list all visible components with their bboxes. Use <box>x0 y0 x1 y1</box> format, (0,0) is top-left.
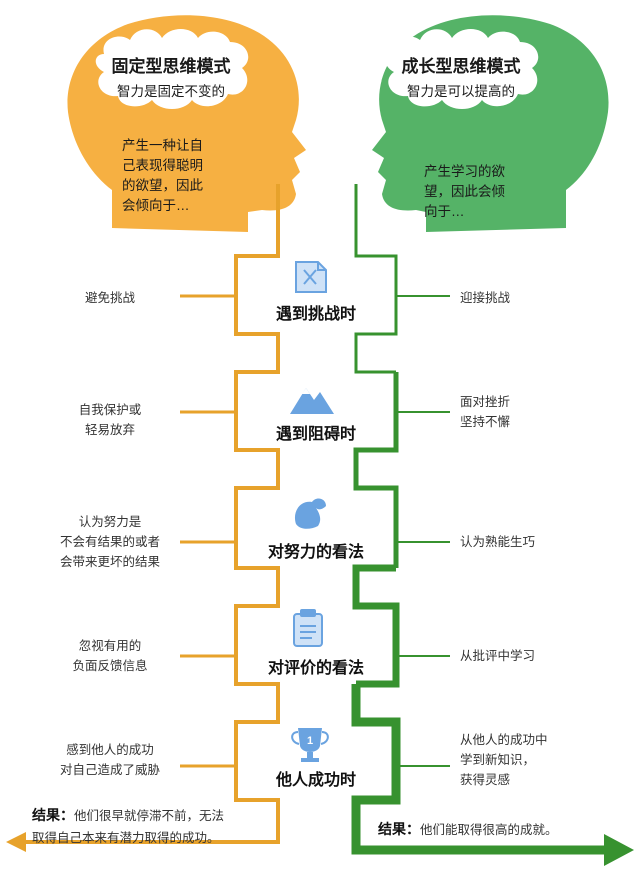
growth-mindset-belief: 智力是可以提高的 <box>390 80 532 100</box>
mountain-icon <box>290 388 334 414</box>
growth-path-seg-1 <box>356 184 396 372</box>
growth-result: 结果：他们能取得很高的成就。 <box>378 818 618 841</box>
growth-behavior-others-success: 从他人的成功中 学到新知识， 获得灵感 <box>460 730 620 790</box>
trophy-icon: 1 <box>292 728 328 762</box>
stage-label-effort: 对努力的看法 <box>244 538 388 562</box>
stage-label-feedback: 对评价的看法 <box>244 654 388 678</box>
stage-label-obstacle: 遇到阻碍时 <box>244 420 388 444</box>
growth-mindset-description: 产生学习的欲 望，因此会倾 向于… <box>424 162 534 222</box>
fixed-behavior-effort: 认为努力是 不会有结果的或者 会带来更坏的结果 <box>40 512 180 572</box>
flexed-arm-icon <box>295 499 326 529</box>
stage-label-others-success: 他人成功时 <box>244 766 388 790</box>
fixed-behavior-challenge: 避免挑战 <box>40 288 180 308</box>
fixed-behavior-feedback: 忽视有用的 负面反馈信息 <box>40 636 180 676</box>
growth-behavior-challenge: 迎接挑战 <box>460 288 620 308</box>
growth-behavior-feedback: 从批评中学习 <box>460 646 620 666</box>
growth-behavior-obstacle: 面对挫折 坚持不懈 <box>460 392 620 432</box>
stage-label-challenge: 遇到挑战时 <box>244 300 388 324</box>
fixed-mindset-title: 固定型思维模式 <box>100 52 242 77</box>
svg-text:1: 1 <box>307 735 313 747</box>
growth-behavior-effort: 认为熟能生巧 <box>460 532 620 552</box>
clipboard-icon <box>294 609 322 646</box>
growth-result-text: 他们能取得很高的成就。 <box>420 823 558 837</box>
fixed-result: 结果：他们很早就停滞不前，无法 取得自己本来有潜力取得的成功。 <box>32 804 292 849</box>
growth-result-label: 结果： <box>378 821 420 837</box>
document-icon <box>296 262 326 292</box>
fixed-result-label: 结果： <box>32 807 74 823</box>
fixed-behavior-others-success: 感到他人的成功 对自己造成了威胁 <box>40 740 180 780</box>
fixed-mindset-belief: 智力是固定不变的 <box>100 80 242 100</box>
growth-mindset-title: 成长型思维模式 <box>390 52 532 77</box>
fixed-arrow-head <box>6 832 26 852</box>
fixed-behavior-obstacle: 自我保护或 轻易放弃 <box>40 400 180 440</box>
fixed-mindset-description: 产生一种让自 己表现得聪明 的欲望，因此 会倾向于… <box>122 136 242 216</box>
